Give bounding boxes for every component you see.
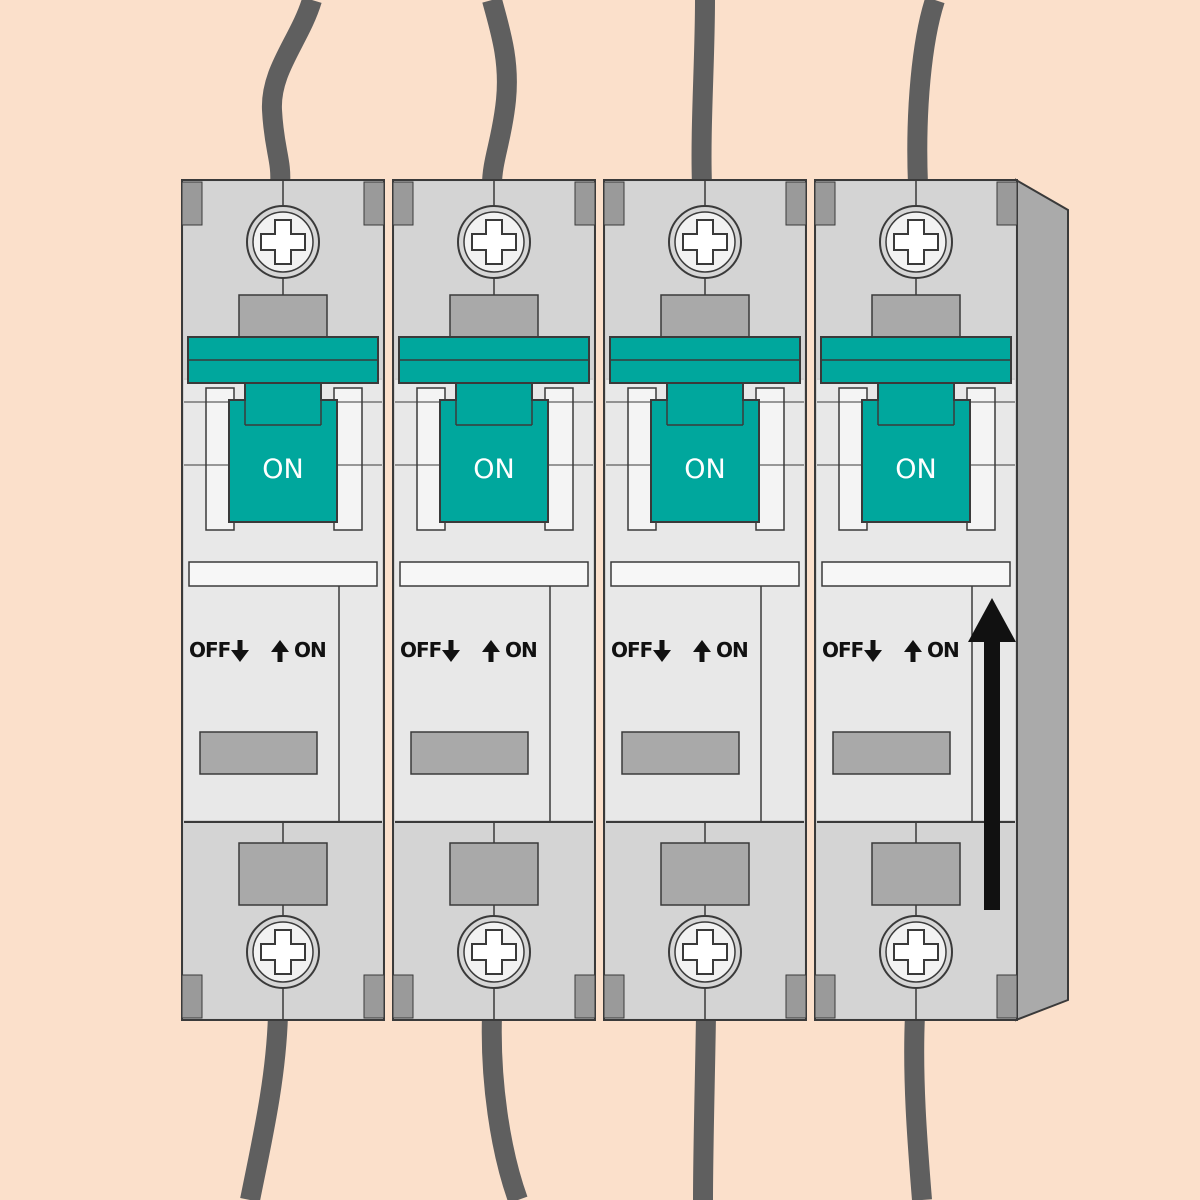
rating-window xyxy=(621,731,740,775)
toggle-rail-right xyxy=(966,387,996,531)
toggle-switch: ON xyxy=(609,336,801,523)
off-marking: OFF xyxy=(400,638,441,662)
rating-window xyxy=(832,731,951,775)
on-marking: ON xyxy=(505,638,537,662)
on-marking: ON xyxy=(927,638,959,662)
off-marking: OFF xyxy=(189,638,230,662)
toggle-label: ON xyxy=(895,454,936,485)
toggle-label: ON xyxy=(262,454,303,485)
latch-block xyxy=(660,294,750,341)
top-cables xyxy=(261,0,945,186)
arrow-down-icon xyxy=(864,640,882,662)
bottom-latch-block xyxy=(238,842,328,906)
latch-block xyxy=(871,294,961,341)
on-marking: ON xyxy=(716,638,748,662)
screw-icon xyxy=(246,205,320,279)
rating-window xyxy=(410,731,529,775)
cable-bottom-2 xyxy=(481,1014,528,1200)
toggle-switch: ON xyxy=(398,336,590,523)
breaker-module-4: ON OFF ON xyxy=(814,179,1018,1021)
push-direction-arrow xyxy=(968,598,1016,910)
bottom-latch-block xyxy=(660,842,750,906)
label-strip xyxy=(821,561,1011,587)
cable-bottom-1 xyxy=(240,1014,288,1200)
bottom-latch-block xyxy=(449,842,539,906)
bottom-latch-block xyxy=(871,842,961,906)
screw-icon xyxy=(668,915,742,989)
label-strip xyxy=(610,561,800,587)
toggle-rail-right xyxy=(755,387,785,531)
arrow-up-icon xyxy=(904,640,922,662)
latch-block xyxy=(238,294,328,341)
off-marking: OFF xyxy=(822,638,863,662)
rating-window xyxy=(199,731,318,775)
side-panel xyxy=(1015,178,1069,1022)
off-marking: OFF xyxy=(611,638,652,662)
screw-icon xyxy=(246,915,320,989)
arrow-up-icon xyxy=(693,640,711,662)
cable-bottom-4 xyxy=(904,1014,932,1200)
arrow-down-icon xyxy=(442,640,460,662)
toggle-switch: ON xyxy=(187,336,379,523)
breaker-module-3: ON OFF ON xyxy=(603,179,807,1021)
label-strip xyxy=(399,561,589,587)
on-marking: ON xyxy=(294,638,326,662)
toggle-label: ON xyxy=(684,454,725,485)
breaker-module-2: ON OFF ON xyxy=(392,179,596,1021)
screw-icon xyxy=(879,205,953,279)
cable-bottom-3 xyxy=(693,1014,716,1200)
toggle-rail-right xyxy=(544,387,574,531)
latch-block xyxy=(449,294,539,341)
arrow-down-icon xyxy=(653,640,671,662)
screw-icon xyxy=(879,915,953,989)
cable-top-1 xyxy=(261,0,322,186)
cable-top-4 xyxy=(907,0,945,186)
toggle-rail-right xyxy=(333,387,363,531)
arrow-up-icon xyxy=(271,640,289,662)
toggle-switch: ON xyxy=(820,336,1012,523)
toggle-label: ON xyxy=(473,454,514,485)
cable-top-3 xyxy=(691,0,715,186)
screw-icon xyxy=(668,205,742,279)
breaker-module-1: ON OFF ON xyxy=(181,179,385,1021)
screw-icon xyxy=(457,205,531,279)
arrow-down-icon xyxy=(231,640,249,662)
arrow-up-icon xyxy=(482,640,500,662)
arrow-up-icon xyxy=(984,630,1000,910)
screw-icon xyxy=(457,915,531,989)
cable-top-2 xyxy=(482,0,517,186)
bottom-cables xyxy=(240,1014,932,1200)
label-strip xyxy=(188,561,378,587)
